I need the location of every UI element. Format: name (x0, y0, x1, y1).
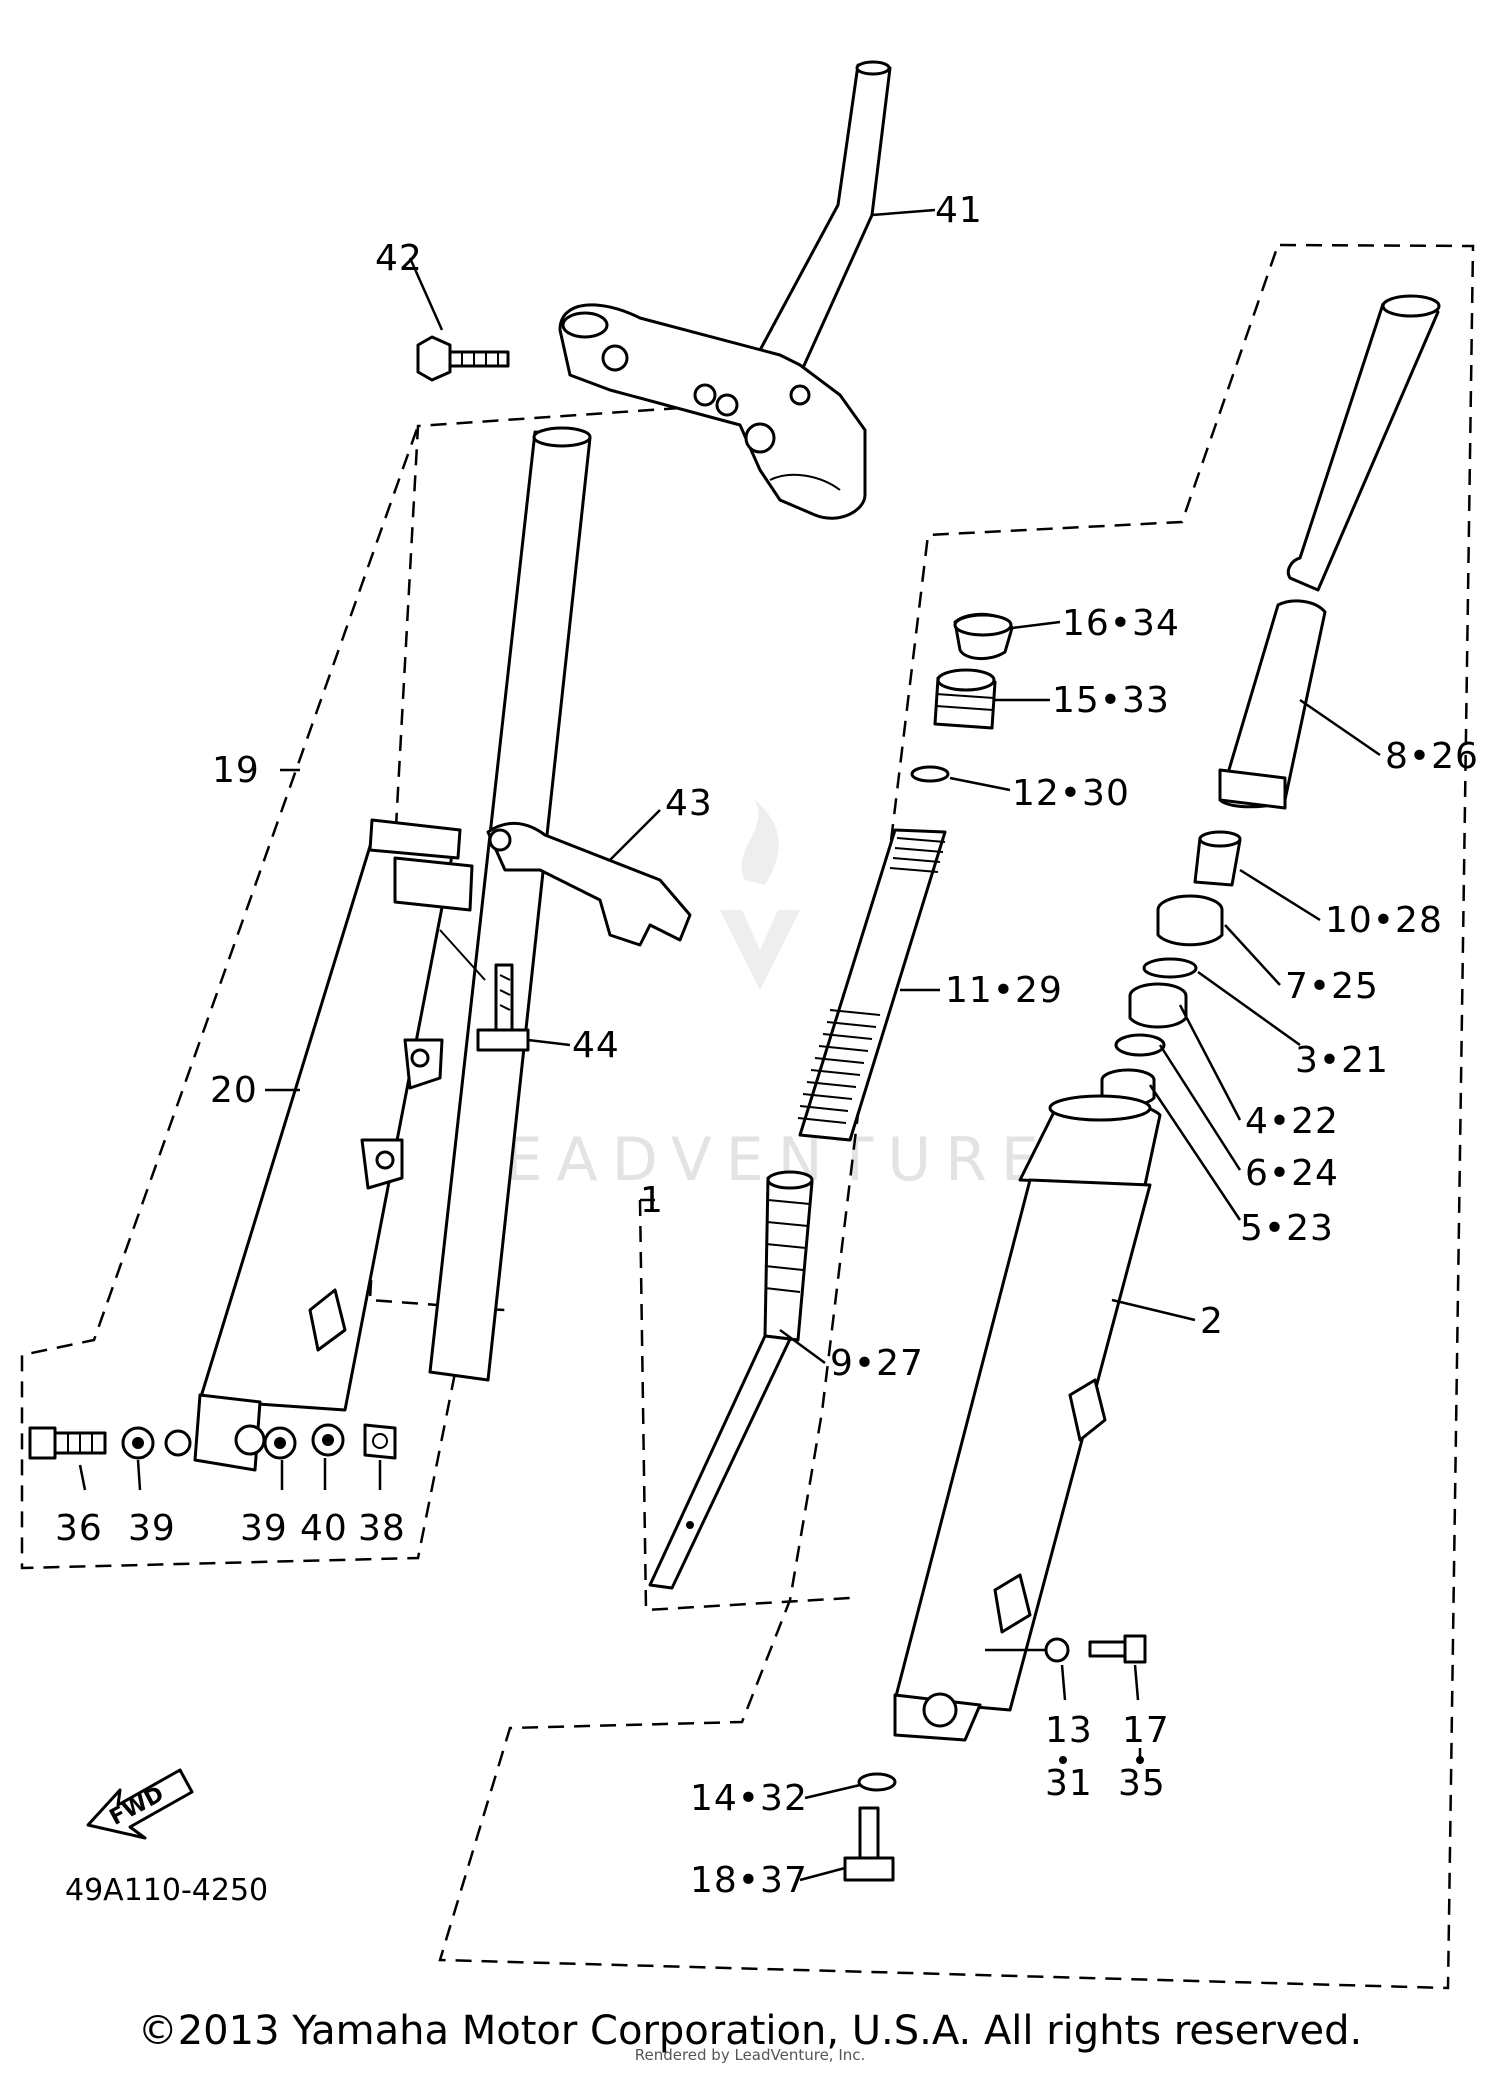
diagram-code: 49A110-4250 (65, 1873, 268, 1908)
label-43: 43 (665, 783, 713, 824)
label-35: 35 (1118, 1763, 1166, 1804)
part-9-27-damper-rod (648, 1170, 814, 1590)
label-10-28: 10•28 (1325, 900, 1443, 941)
part-13-31-washer (1044, 1637, 1070, 1663)
label-40: 40 (300, 1508, 348, 1549)
label-12-30: 12•30 (1012, 773, 1130, 814)
label-44: 44 (572, 1025, 620, 1066)
label-17: 17 (1122, 1710, 1170, 1751)
label-31: 31 (1045, 1763, 1093, 1804)
label-9-27: 9•27 (830, 1343, 924, 1384)
part-10-28-spacer (1193, 830, 1242, 887)
axle-hardware-row (28, 1423, 397, 1460)
part-labels: 41 42 19 43 20 44 36 39 39 40 38 16•34 1… (55, 190, 1479, 1908)
label-8-26: 8•26 (1385, 736, 1479, 777)
right-fork-assembly-boundary (438, 243, 1475, 1990)
left-fork-assembly-boundary (20, 406, 681, 1570)
watermark-logo-icon (720, 800, 800, 990)
label-6-24: 6•24 (1245, 1153, 1339, 1194)
part-42-bolt (416, 335, 510, 382)
part-15-33-fork-seal (933, 668, 997, 730)
label-1: 1 (640, 1180, 664, 1221)
label-5-23: 5•23 (1240, 1208, 1334, 1249)
part-11-29-fork-spring (797, 828, 947, 1142)
part-16-34-cap-bolt (953, 612, 1014, 660)
fwd-arrow-icon: FWD (86, 1768, 194, 1840)
copyright-notice: ©2013 Yamaha Motor Corporation, U.S.A. A… (137, 2008, 1363, 2054)
inner-fork-assembly-boundary (638, 1199, 851, 1612)
part-43-upper-bracket (486, 821, 692, 947)
part-44-bolt (439, 929, 530, 1052)
part-14-32-washer (857, 1772, 897, 1792)
label-11-29: 11•29 (945, 970, 1063, 1011)
label-4-22: 4•22 (1245, 1101, 1339, 1142)
part-12-30-o-ring (910, 765, 950, 783)
label-2: 2 (1200, 1301, 1224, 1342)
part-3-21-washer (1142, 957, 1198, 979)
label-18-37: 18•37 (690, 1860, 808, 1901)
label-13: 13 (1045, 1710, 1093, 1751)
part-4-22-ring (1128, 982, 1188, 1029)
label-3-21: 3•21 (1295, 1040, 1389, 1081)
label-16-34: 16•34 (1062, 603, 1180, 644)
label-14-32: 14•32 (690, 1778, 808, 1819)
label-39-first: 39 (128, 1508, 176, 1549)
label-19: 19 (212, 750, 260, 791)
part-2-outer-tube (893, 1094, 1162, 1742)
part-8-26-fork-tube (1218, 294, 1441, 810)
watermark: LEADVENTURE (457, 800, 1053, 1195)
part-7-25-oil-seal (1156, 894, 1224, 947)
watermark-text: LEADVENTURE (457, 1125, 1053, 1195)
label-39-second: 39 (240, 1508, 288, 1549)
label-38: 38 (358, 1508, 406, 1549)
label-42: 42 (375, 238, 423, 279)
leader-lines (78, 208, 1381, 1882)
label-20: 20 (210, 1070, 258, 1111)
part-18-37-drain-bolt (843, 1806, 895, 1882)
label-36: 36 (55, 1508, 103, 1549)
label-41: 41 (935, 190, 983, 231)
part-19-inner-tube (428, 426, 592, 1382)
part-41-under-bracket (558, 60, 892, 520)
part-17-35-bolt (1088, 1634, 1147, 1664)
label-15-33: 15•33 (1052, 680, 1170, 721)
rendered-by-notice: Rendered by LeadVenture, Inc. (634, 2046, 866, 2064)
part-6-24-clip (1114, 1033, 1166, 1057)
label-7-25: 7•25 (1285, 966, 1379, 1007)
part-20-outer-tube (193, 818, 474, 1472)
